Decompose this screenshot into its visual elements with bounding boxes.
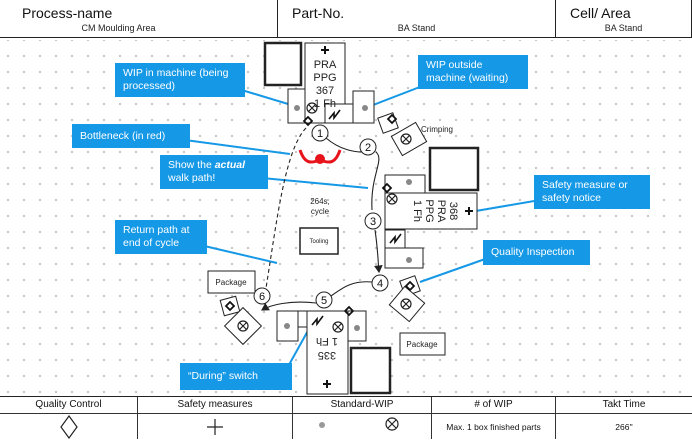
svg-text:PRA: PRA xyxy=(314,59,337,71)
step-6: 6 xyxy=(253,287,271,305)
svg-text:5: 5 xyxy=(321,295,327,307)
part-value: BA Stand xyxy=(397,23,436,33)
legend-num-wip: # of WIP Max. 1 box finished parts xyxy=(432,397,556,439)
plus-icon xyxy=(207,419,223,435)
machine-right-panel xyxy=(428,146,480,192)
tooling-label: Tooling xyxy=(309,239,328,245)
callout-wip-outside: WIP outside machine (waiting) xyxy=(418,55,528,89)
tooling-box xyxy=(299,227,339,255)
machine-bottom-label: 335 1 Fh xyxy=(316,335,338,361)
machine-bottom-panel xyxy=(349,346,392,395)
svg-text:367: 367 xyxy=(316,85,334,97)
wip-station xyxy=(384,247,424,269)
quality-diamond-icons xyxy=(224,113,416,317)
cycle-time: 264s, xyxy=(310,197,330,206)
cell-label: Cell/ Area xyxy=(570,5,631,21)
callout-bottleneck: Bottleneck (in red) xyxy=(72,124,190,148)
svg-text:1 Fh: 1 Fh xyxy=(411,200,423,222)
svg-text:PPG: PPG xyxy=(313,72,336,84)
svg-text:6: 6 xyxy=(259,291,265,303)
machine-right-label: 368 PRA PPG 1 Fh xyxy=(411,199,459,223)
svg-text:2: 2 xyxy=(365,142,371,154)
package-box-right xyxy=(399,332,446,356)
svg-text:4: 4 xyxy=(377,278,383,290)
legend-quality-control: Quality Control xyxy=(0,397,138,439)
step-2: 2 xyxy=(359,138,377,156)
svg-text:PRA: PRA xyxy=(435,200,447,223)
during-switch-icons xyxy=(311,109,402,327)
package-label-left: Package xyxy=(215,278,247,287)
callout-safety: Safety measure or safety notice xyxy=(534,175,650,209)
svg-text:368: 368 xyxy=(447,202,459,220)
legend-table: Quality Control Safety measures Standard… xyxy=(0,396,692,439)
header-process: Process-name CM Moulding Area xyxy=(0,0,278,38)
svg-text:1: 1 xyxy=(317,128,323,140)
callout-walk-path: Show the actual walk path! xyxy=(160,155,268,189)
cell-value: BA Stand xyxy=(604,23,643,33)
callout-wip-in-machine: WIP in machine (being processed) xyxy=(115,63,245,97)
svg-text:1 Fh: 1 Fh xyxy=(316,335,338,347)
legend-safety-measures: Safety measures xyxy=(138,397,293,439)
bottleneck-operator xyxy=(298,149,342,164)
package-box-left xyxy=(207,270,256,294)
callout-return-path: Return path at end of cycle xyxy=(115,220,207,254)
wip-waiting-icon xyxy=(319,422,325,428)
svg-text:335: 335 xyxy=(318,349,336,361)
wip-station xyxy=(384,174,426,194)
wip-in-machine-icons xyxy=(237,102,412,333)
step-4: 4 xyxy=(371,274,389,292)
crimping-label: Crimping xyxy=(421,125,453,134)
process-label: Process-name xyxy=(22,5,113,21)
wip-processing-icon xyxy=(385,417,399,431)
process-value: CM Moulding Area xyxy=(81,23,156,33)
step-5: 5 xyxy=(315,291,333,309)
package-label-right: Package xyxy=(406,340,438,349)
step-3: 3 xyxy=(364,212,382,230)
callout-quality: Quality Inspection xyxy=(483,240,590,265)
cycle-label: cycle xyxy=(311,207,330,216)
part-label: Part-No. xyxy=(292,5,345,21)
diamond-icon xyxy=(60,415,78,439)
safety-cross-icons xyxy=(321,46,473,388)
svg-text:PPG: PPG xyxy=(423,199,435,222)
legend-takt-time: Takt Time 266'' xyxy=(556,397,692,439)
machine-top-panel xyxy=(263,41,303,87)
callout-during-switch: “During” switch xyxy=(180,363,292,390)
step-1: 1 xyxy=(311,124,329,142)
svg-text:3: 3 xyxy=(370,216,376,228)
walk-path xyxy=(261,127,383,311)
return-path xyxy=(265,127,307,289)
svg-text:1 Fh: 1 Fh xyxy=(314,98,336,110)
header-part: Part-No. BA Stand xyxy=(278,0,556,38)
legend-standard-wip: Standard-WIP xyxy=(293,397,432,439)
machine-right xyxy=(384,192,478,230)
